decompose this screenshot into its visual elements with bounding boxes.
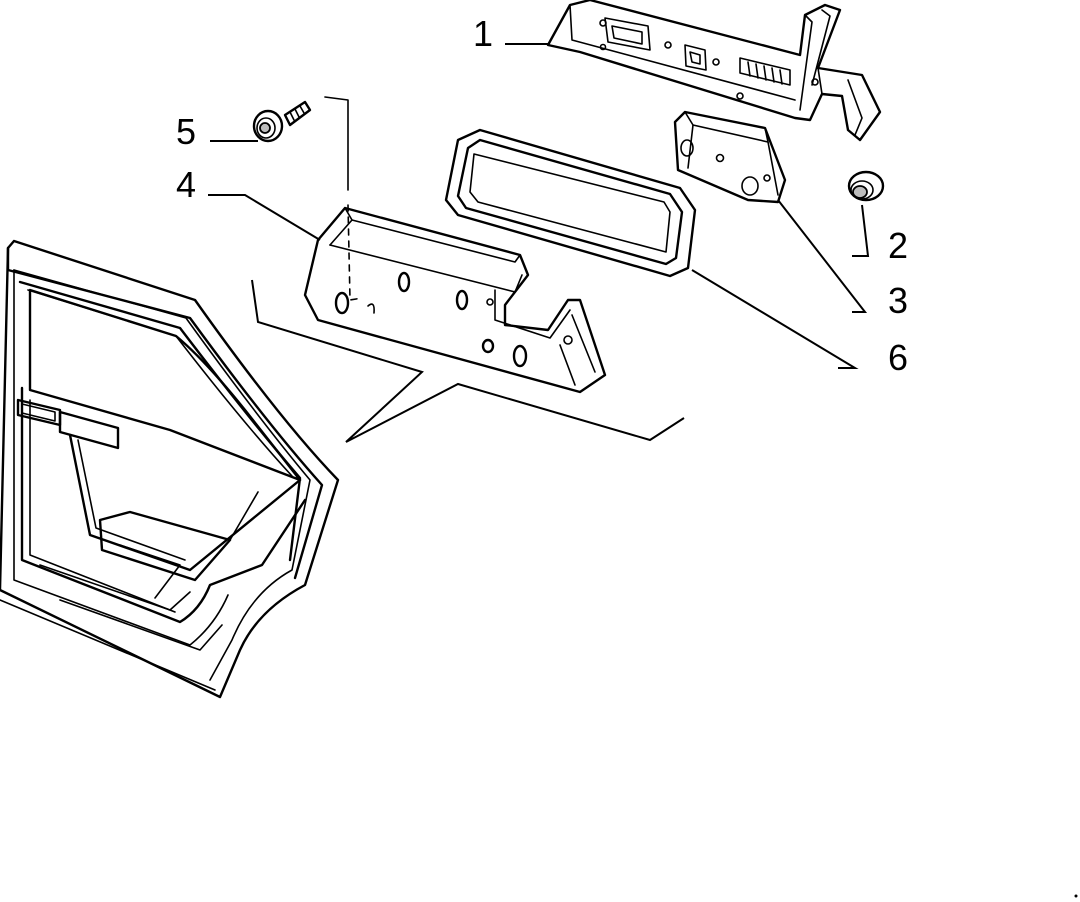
callout-labels: 1 2 3 4 5 6	[176, 13, 908, 378]
part-2-plug	[847, 170, 885, 202]
callout-leaders	[208, 43, 870, 369]
callout-6: 6	[888, 337, 908, 378]
part-4-bracket	[303, 96, 607, 394]
callout-2: 2	[888, 225, 908, 266]
part-5-screw	[252, 100, 312, 143]
part-1-handle-frame	[546, 0, 882, 142]
callout-3: 3	[888, 280, 908, 321]
part-3-handle-housing	[673, 110, 787, 204]
callout-1: 1	[473, 13, 493, 54]
callout-5: 5	[176, 111, 196, 152]
callout-4: 4	[176, 164, 196, 205]
corner-dot	[1074, 894, 1078, 898]
assembly-pointer-lines	[251, 279, 685, 443]
part-6-gasket	[444, 128, 697, 278]
door-panel	[0, 239, 340, 699]
